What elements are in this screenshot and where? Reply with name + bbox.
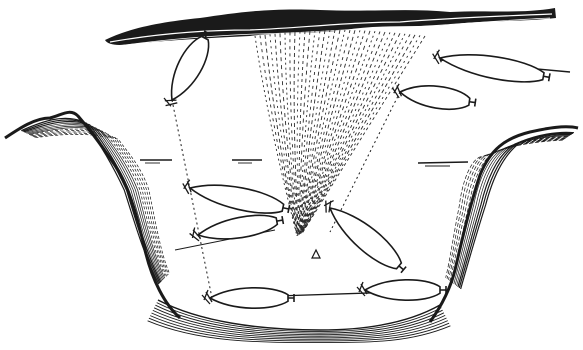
water-surface-mark <box>418 162 468 163</box>
left-bank-edge <box>5 112 180 318</box>
water-surface-marks <box>140 160 468 166</box>
boat-oars <box>181 179 194 195</box>
right-bank-contour <box>452 137 567 283</box>
boat-figure <box>316 194 411 279</box>
boat-rudder <box>440 286 446 294</box>
cone-dash-stroke <box>299 31 315 235</box>
cone-dash-stroke <box>299 31 310 235</box>
boat-hull <box>438 47 545 87</box>
right-bank-contour <box>457 135 571 286</box>
left-bank-contour <box>24 122 161 283</box>
basin-contour <box>158 300 440 330</box>
boat-figure <box>430 46 551 88</box>
left-bank-contour <box>23 120 160 283</box>
left-bank <box>5 112 180 318</box>
left-bank-contour <box>29 128 165 279</box>
sight-lines <box>172 60 570 298</box>
cone-dash-stroke <box>302 33 400 232</box>
cone-dash-stroke <box>301 31 375 233</box>
cone-dash-stroke <box>285 33 298 235</box>
boat-hull <box>162 33 216 106</box>
boat-hull <box>196 211 278 245</box>
left-bank-contour <box>25 123 162 281</box>
right-bank-contour <box>459 133 573 288</box>
left-bank-contour <box>26 125 162 281</box>
right-bank-contour <box>461 132 574 289</box>
cone-dash-stroke <box>302 32 385 233</box>
boat-hull <box>210 288 288 308</box>
cone-dash-stroke <box>300 30 345 234</box>
basin-floor <box>148 300 451 342</box>
cone-dash-stroke <box>303 35 420 232</box>
boat-hull <box>398 81 470 112</box>
right-bank <box>430 127 578 322</box>
boat-figures <box>158 27 551 308</box>
boat-figure <box>180 176 291 220</box>
basin-contour <box>155 305 442 333</box>
boat-hull <box>188 177 285 218</box>
boat-hull <box>365 280 440 300</box>
boat-figure <box>202 288 294 308</box>
boat-hull <box>322 199 406 275</box>
right-bank-contour <box>447 139 564 278</box>
boat-oars <box>431 49 443 65</box>
cone-dash-stroke <box>302 34 405 233</box>
cone-dash-stroke <box>302 32 390 232</box>
right-bank-contour <box>458 134 572 287</box>
top-ice-shelf <box>105 8 556 46</box>
cone-dash-stroke <box>294 32 298 235</box>
boat-figure <box>188 210 284 246</box>
boat-figure <box>391 80 477 113</box>
boat-figure <box>357 280 446 300</box>
basin-contour <box>157 303 442 332</box>
small-marker-icon <box>312 250 320 258</box>
cone-dash-stroke <box>300 30 350 234</box>
sight-line <box>172 100 212 298</box>
